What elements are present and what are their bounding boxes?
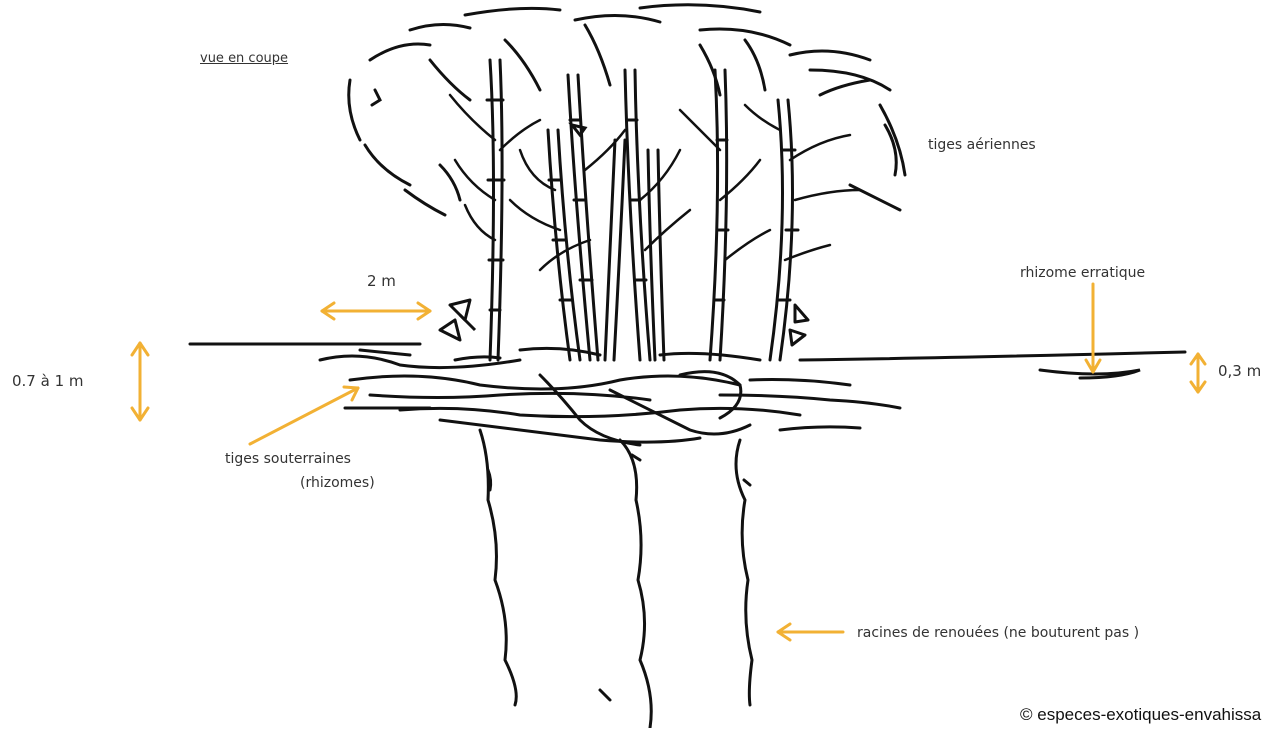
- label-depth-total: 0.7 à 1 m: [12, 372, 84, 390]
- label-underground-stems-sub: (rhizomes): [300, 474, 375, 492]
- label-roots: racines de renouées (ne bouturent pas ): [857, 624, 1139, 642]
- roots: [480, 430, 752, 728]
- label-erratic-rhizome: rhizome erratique: [1020, 264, 1145, 282]
- rhizome-tangle: [320, 348, 900, 445]
- label-underground-stems: tiges souterraines: [225, 450, 351, 468]
- leaf-branches: [450, 95, 860, 270]
- aerial-stems: [487, 60, 798, 360]
- label-depth-rhizome: 0,3 m: [1218, 362, 1261, 380]
- copyright-credit: © especes-exotiques-envahissa: [1020, 706, 1261, 724]
- label-aerial-stems: tiges aériennes: [928, 136, 1036, 154]
- diagram-title: vue en coupe: [200, 50, 288, 68]
- label-spread: 2 m: [367, 272, 396, 290]
- young-shoots: [440, 300, 808, 345]
